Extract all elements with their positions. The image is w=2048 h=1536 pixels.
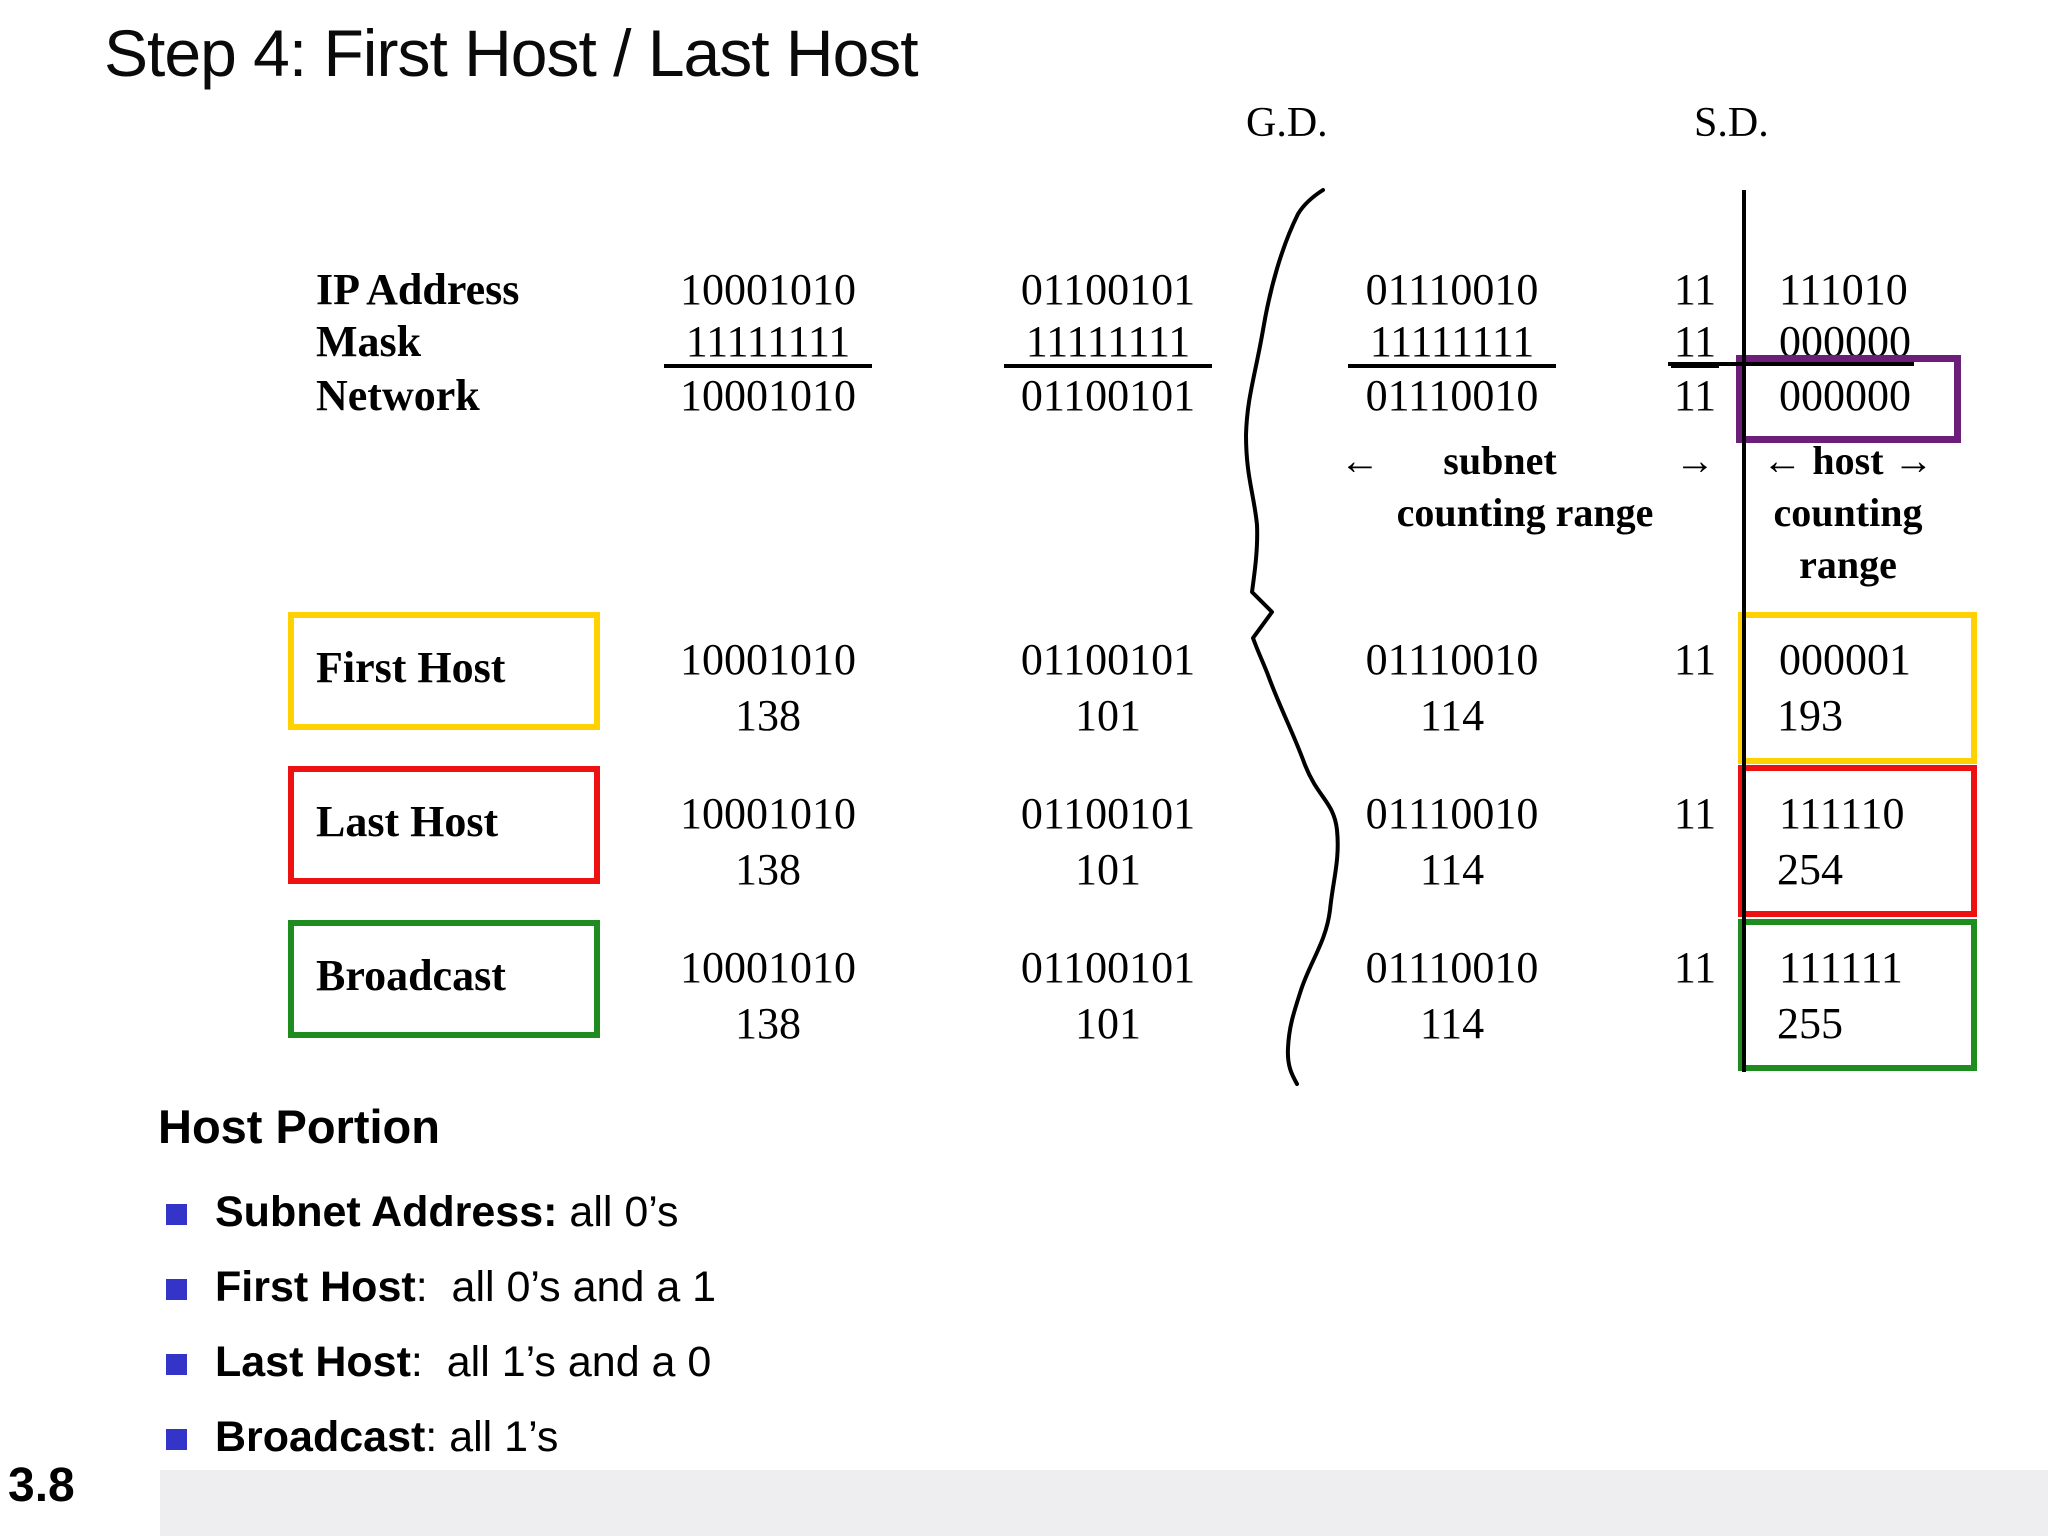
bullet-subnet-address: Subnet Address: all 0’s [166,1186,679,1238]
bullet-square-icon [166,1279,187,1300]
bullet-square-icon [166,1354,187,1375]
first-host-dec3: 114 [1419,691,1485,740]
bullet-broadcast: Broadcast: all 1’s [166,1411,558,1463]
ip-subnet-bits: 11 [1673,265,1717,314]
broadcast-dec3: 114 [1419,999,1485,1048]
mask-octet1: 11111111 [664,320,872,368]
bullet-text: Broadcast: all 1’s [215,1413,559,1461]
network-octet1: 10001010 [680,371,856,420]
network-subnet-bits: 11 [1673,371,1717,420]
ip-octet1: 10001010 [680,265,856,314]
first-host-dec2: 101 [1075,691,1141,740]
last-host-label: Last Host [316,797,499,846]
first-host-label: First Host [316,643,506,692]
host-portion-heading: Host Portion [158,1100,440,1153]
first-host-subnet-bits: 11 [1673,635,1717,684]
sd-divider-line [1742,190,1746,1072]
broadcast-bits-box [1738,919,1977,1071]
mask-sum-line [1668,362,1914,366]
host-range-sub-label-1: counting [1773,490,1923,535]
last-host-bits-box [1738,765,1977,917]
subnet-zero-highlight-box [1736,355,1961,443]
last-host-octet3: 01110010 [1365,789,1539,838]
broadcast-host-dec: 255 [1777,999,1843,1048]
broadcast-octet2: 01100101 [1020,943,1196,992]
bullet-last-host: Last Host: all 1’s and a 0 [166,1336,711,1388]
bullet-first-host: First Host: all 0’s and a 1 [166,1261,716,1313]
brace-squiggle-line [1244,188,1340,1086]
ip-address-label: IP Address [316,265,520,314]
page-title: Step 4: First Host / Last Host [104,16,919,90]
network-host-bits: 000000 [1779,371,1911,420]
broadcast-label: Broadcast [316,951,506,1000]
first-host-octet3: 01110010 [1365,635,1539,684]
ip-octet3: 01110010 [1365,265,1539,314]
first-host-bits-box [1738,612,1977,764]
last-host-host-bits: 111110 [1779,789,1905,838]
ip-host-bits: 111010 [1779,265,1908,314]
ip-octet2: 01100101 [1020,265,1196,314]
first-host-dec1: 138 [735,691,801,740]
last-host-octet1: 10001010 [680,789,856,838]
broadcast-dec1: 138 [735,999,801,1048]
last-host-label-box [288,766,600,884]
sd-label: S.D. [1694,100,1769,146]
bullet-text: First Host: all 0’s and a 1 [215,1263,717,1311]
gd-label: G.D. [1246,100,1328,146]
network-octet3: 01110010 [1365,371,1539,420]
broadcast-subnet-bits: 11 [1673,943,1717,992]
host-range-sub-label-2: range [1799,542,1897,587]
mask-subnet-bits: 11 [1671,320,1719,368]
last-host-dec1: 138 [735,845,801,894]
bullet-square-icon [166,1429,187,1450]
last-host-host-dec: 254 [1777,845,1843,894]
mask-octet2: 11111111 [1004,320,1212,368]
broadcast-dec2: 101 [1075,999,1141,1048]
first-host-host-dec: 193 [1777,691,1843,740]
network-octet2: 01100101 [1020,371,1196,420]
last-host-dec3: 114 [1419,845,1485,894]
bullet-square-icon [166,1204,187,1225]
broadcast-host-bits: 111111 [1779,943,1903,992]
last-host-subnet-bits: 11 [1673,789,1717,838]
broadcast-label-box [288,920,600,1038]
network-label: Network [316,371,480,420]
first-host-octet2: 01100101 [1020,635,1196,684]
mask-octet3: 11111111 [1348,320,1556,368]
first-host-host-bits: 000001 [1779,635,1911,684]
broadcast-octet1: 10001010 [680,943,856,992]
slide-bottom-strip [160,1470,2048,1536]
subnet-range-label: subnet [1443,438,1557,483]
first-host-label-box [288,612,600,730]
first-host-octet1: 10001010 [680,635,856,684]
subnet-range-sub-label: counting range [1396,490,1654,535]
mask-label: Mask [316,317,422,366]
bullet-text: Subnet Address: all 0’s [215,1188,679,1236]
last-host-octet2: 01100101 [1020,789,1196,838]
broadcast-octet3: 01110010 [1365,943,1539,992]
subnet-range-right-arrow-icon: → [1675,438,1715,483]
host-range-label: ← host → [1762,438,1934,483]
bullet-text: Last Host: all 1’s and a 0 [215,1338,712,1386]
subnet-range-left-arrow-icon: ← [1340,438,1380,483]
last-host-dec2: 101 [1075,845,1141,894]
page-number: 3.8 [8,1459,75,1512]
